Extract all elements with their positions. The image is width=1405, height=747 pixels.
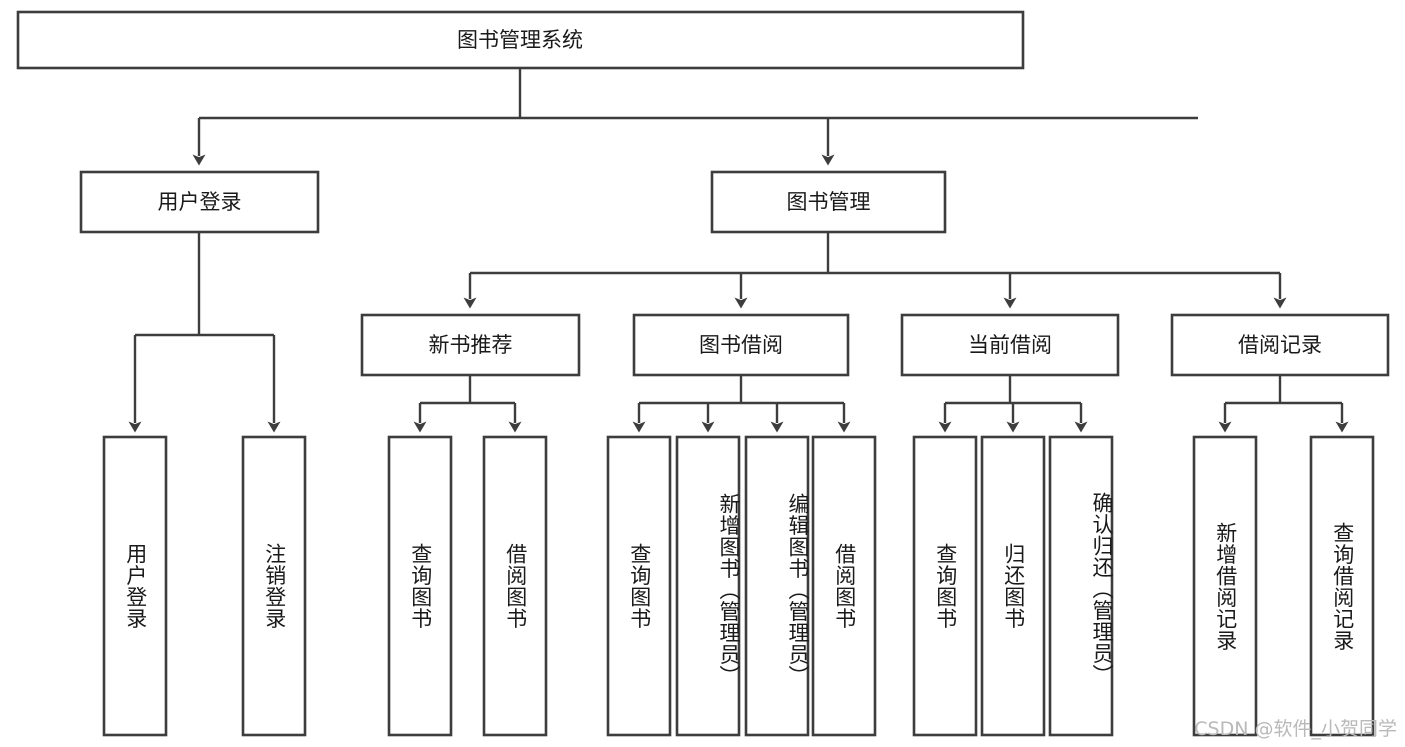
- connector-group-current-borrow: [938, 375, 1088, 433]
- node-leaf-logout-login-box[interactable]: [241, 435, 307, 737]
- node-book-manage-box[interactable]: [710, 170, 947, 234]
- node-leaf-borrow-book-1-box[interactable]: [482, 435, 548, 737]
- node-leaf-query-book-3-box[interactable]: [912, 435, 978, 737]
- node-current-borrow-label: 当前借阅: [968, 333, 1052, 357]
- node-leaf-user-login-box[interactable]: [102, 435, 168, 737]
- node-new-book-recommend[interactable]: 新书推荐: [360, 313, 581, 377]
- node-root-label: 图书管理系统: [457, 28, 583, 52]
- node-leaf-borrow-book-2-box[interactable]: [811, 435, 877, 737]
- node-leaf-edit-book-box[interactable]: [744, 435, 810, 737]
- node-user-login-label: 用户登录: [158, 190, 242, 214]
- connector-group-book-manage: [463, 232, 1287, 309]
- node-new-book-recommend-box[interactable]: [360, 313, 581, 377]
- connector-group-root: [192, 68, 1198, 166]
- node-leaf-add-record-box[interactable]: [1192, 435, 1258, 737]
- node-borrow-record-label: 借阅记录: [1238, 333, 1322, 357]
- node-current-borrow-box[interactable]: [900, 313, 1120, 377]
- node-root[interactable]: 图书管理系统: [16, 10, 1025, 70]
- node-leaf-add-book-box[interactable]: [675, 435, 741, 737]
- node-leaf-confirm-return-box[interactable]: [1048, 435, 1114, 737]
- node-book-manage[interactable]: 图书管理: [710, 170, 947, 234]
- node-leaf-query-book-2-box[interactable]: [606, 435, 672, 737]
- connector-group-new-book-recommend: [413, 375, 522, 433]
- connector-group-borrow-record: [1218, 375, 1349, 433]
- node-user-login[interactable]: 用户登录: [79, 170, 320, 234]
- node-book-borrow[interactable]: 图书借阅: [632, 313, 850, 377]
- node-book-borrow-box[interactable]: [632, 313, 850, 377]
- node-borrow-record[interactable]: 借阅记录: [1170, 313, 1390, 377]
- node-root-box[interactable]: [16, 10, 1025, 70]
- node-new-book-recommend-label: 新书推荐: [429, 333, 513, 357]
- node-book-manage-label: 图书管理: [787, 190, 871, 214]
- node-book-borrow-label: 图书借阅: [699, 333, 783, 357]
- node-leaf-query-record-box[interactable]: [1309, 435, 1375, 737]
- node-borrow-record-box[interactable]: [1170, 313, 1390, 377]
- connector-group-user-login: [128, 232, 281, 433]
- node-current-borrow[interactable]: 当前借阅: [900, 313, 1120, 377]
- csdn-watermark: CSDN @软件_小贺同学: [1194, 718, 1397, 740]
- node-user-login-box[interactable]: [79, 170, 320, 234]
- node-leaf-return-book-box[interactable]: [980, 435, 1046, 737]
- node-leaf-query-book-1-box[interactable]: [387, 435, 453, 737]
- connector-group-book-borrow: [632, 375, 851, 433]
